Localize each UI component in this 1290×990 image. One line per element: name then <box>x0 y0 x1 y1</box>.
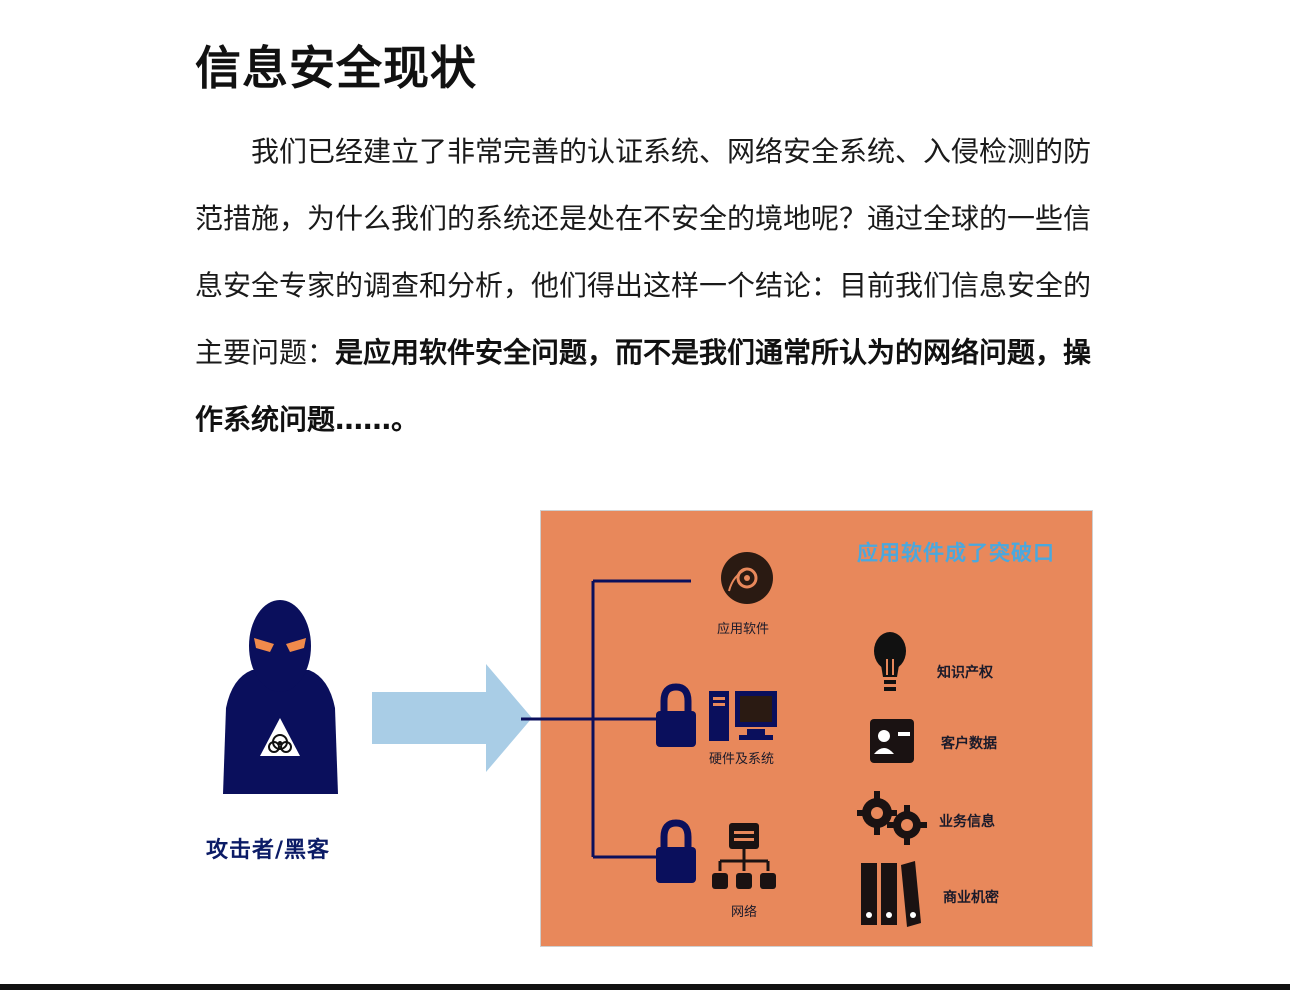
attacker-label: 攻击者/黑客 <box>206 838 331 863</box>
network-icon <box>712 823 776 889</box>
panel-title: 应用软件成了突破口 <box>857 541 1055 565</box>
paragraph-emphasis: 是应用软件安全问题，而不是我们通常所认为的网络问题，操作系统问题……。 <box>195 336 1092 436</box>
connector-lines <box>521 579 691 859</box>
computer-icon <box>709 691 777 741</box>
page-title: 信息安全现状 <box>195 41 477 95</box>
target-label-hardware: 硬件及系统 <box>709 752 775 767</box>
software-disc-icon <box>721 552 773 604</box>
intro-paragraph: 我们已经建立了非常完善的认证系统、网络安全系统、入侵检测的防范措施，为什么我们的… <box>195 118 1095 453</box>
asset-label-customer: 客户数据 <box>941 736 997 752</box>
binders-icon <box>861 861 921 927</box>
lock-icon <box>656 683 696 747</box>
attack-surface-panel: 应用软件成了突破口 应用软件 硬件及系统 <box>521 510 1093 947</box>
hacker-icon <box>223 600 338 794</box>
gears-icon <box>857 791 927 845</box>
asset-label-ip: 知识产权 <box>937 665 993 681</box>
target-label-network: 网络 <box>731 905 758 920</box>
asset-label-secrets: 商业机密 <box>943 890 999 906</box>
bottom-divider <box>0 984 1290 990</box>
lightbulb-icon <box>874 632 906 691</box>
target-label-software: 应用软件 <box>717 622 770 637</box>
contact-card-icon <box>870 719 914 763</box>
lock-icon <box>656 819 696 883</box>
asset-label-business: 业务信息 <box>939 814 995 830</box>
paragraph-text: 我们已经建立了非常完善的认证系统、网络安全系统、入侵检测的防范措施，为什么我们的… <box>195 135 1092 369</box>
arrow-right-icon <box>372 664 532 772</box>
